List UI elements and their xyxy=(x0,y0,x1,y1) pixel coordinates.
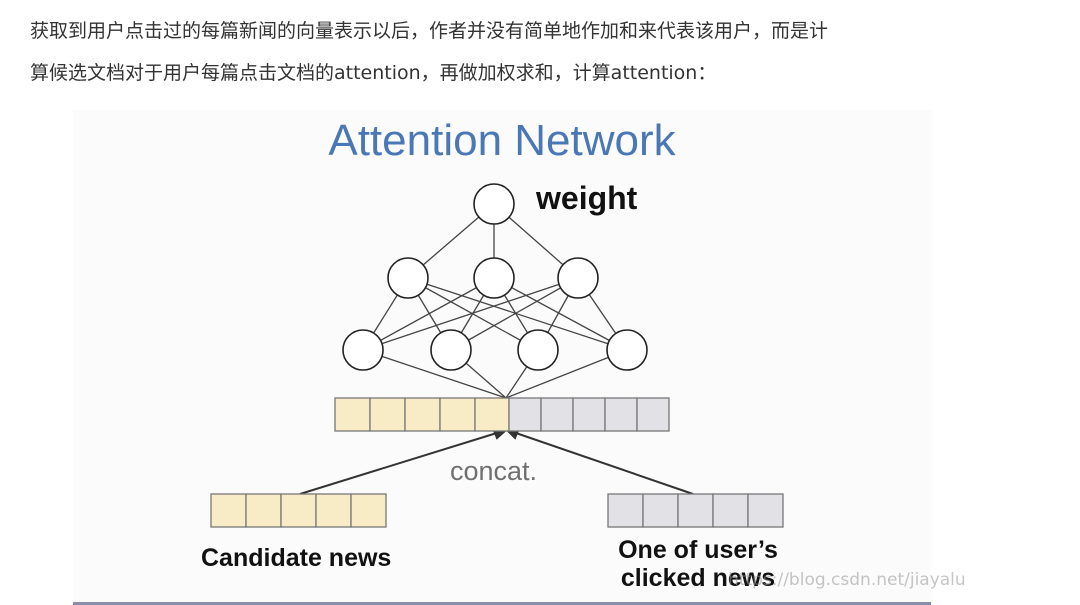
hidden1-neuron-2 xyxy=(473,257,515,299)
figure-title: Attention Network xyxy=(328,116,676,165)
article-paragraph: 获取到用户点击过的每篇新闻的向量表示以后，作者并没有简单地作加和来代表该用户，而… xyxy=(30,10,1060,94)
output-neuron xyxy=(473,183,515,225)
network-edges xyxy=(362,203,628,399)
candidate-vector xyxy=(210,493,387,528)
hidden1-neuron-3 xyxy=(557,257,599,299)
paragraph-line-1: 获取到用户点击过的每篇新闻的向量表示以后，作者并没有简单地作加和来代表该用户，而… xyxy=(30,20,829,42)
neurons xyxy=(342,183,648,371)
clicked-vector xyxy=(607,493,784,528)
network-diagram xyxy=(210,183,784,528)
concat-vector xyxy=(334,397,670,432)
hidden1-neuron-1 xyxy=(387,257,429,299)
clicked-news-label: One of user’s clicked news xyxy=(613,536,783,592)
clicked-news-label-line-1: One of user’s xyxy=(618,536,778,564)
hidden2-neuron-1 xyxy=(342,329,384,371)
hidden2-neuron-3 xyxy=(517,329,559,371)
candidate-news-label: Candidate news xyxy=(201,544,392,572)
paragraph-line-2: 算候选文档对于用户每篇点击文档的attention，再做加权求和，计算atten… xyxy=(30,62,717,84)
hidden2-neuron-2 xyxy=(430,329,472,371)
attention-network-figure: Attention Network weight concat. Candida… xyxy=(73,110,931,605)
watermark: https://blog.csdn.net/jiayalu xyxy=(728,570,966,590)
hidden2-neuron-4 xyxy=(606,329,648,371)
concat-label: concat. xyxy=(450,456,538,486)
clicked-news-label-line-2: clicked news xyxy=(620,564,776,592)
weight-label: weight xyxy=(536,180,638,216)
